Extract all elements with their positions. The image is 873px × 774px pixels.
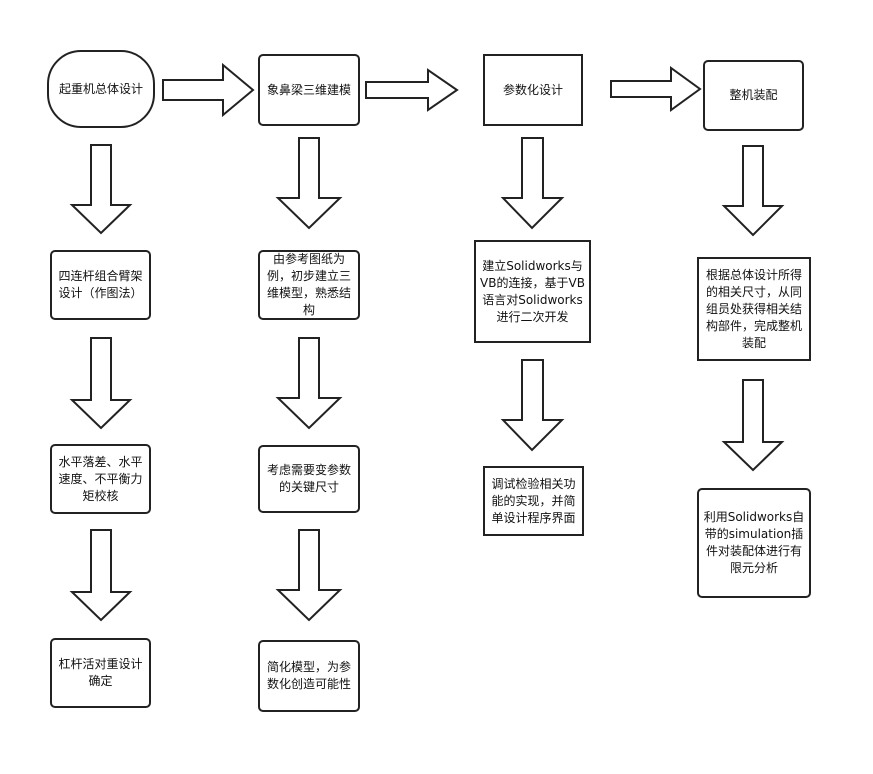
down-arrow-icon	[500, 359, 565, 452]
down-arrow-icon	[69, 144, 133, 235]
node-initial-3d-model: 由参考图纸为例，初步建立三维模型，熟悉结构	[258, 250, 360, 320]
right-arrow-icon	[610, 66, 702, 112]
node-label: 四连杆组合臂架设计（作图法）	[58, 269, 143, 300]
right-arrow-icon	[162, 62, 255, 118]
node-debug-verify: 调试检验相关功能的实现，并简单设计程序界面	[483, 466, 584, 536]
node-label: 考虑需要变参数的关键尺寸	[266, 463, 351, 494]
node-label: 杠杆活对重设计确定	[58, 657, 143, 688]
node-complete-assembly: 根据总体设计所得的相关尺寸，从同组员处获得相关结构部件，完成整机装配	[697, 257, 811, 361]
right-arrow-icon	[365, 68, 459, 112]
down-arrow-icon	[69, 337, 133, 430]
node-counterweight-design: 杠杆活对重设计确定	[50, 638, 151, 708]
node-simplify-model: 简化模型，为参数化创造可能性	[258, 640, 360, 712]
node-solidworks-vb-connection: 建立Solidworks与VB的连接，基于VB语言对Solidworks进行二次…	[474, 240, 591, 343]
down-arrow-icon	[69, 529, 133, 622]
node-horizontal-checks: 水平落差、水平速度、不平衡力矩校核	[50, 444, 151, 514]
node-label: 调试检验相关功能的实现，并简单设计程序界面	[491, 476, 576, 525]
node-fea-analysis: 利用Solidworks自带的simulation插件对装配体进行有限元分析	[697, 488, 811, 598]
node-label: 整机装配	[729, 88, 778, 102]
node-label: 象鼻梁三维建模	[266, 82, 351, 97]
down-arrow-icon	[275, 529, 343, 622]
down-arrow-icon	[275, 337, 343, 430]
node-label: 根据总体设计所得的相关尺寸，从同组员处获得相关结构部件，完成整机装配	[705, 267, 802, 350]
down-arrow-icon	[721, 145, 785, 237]
node-key-dimensions: 考虑需要变参数的关键尺寸	[258, 445, 360, 513]
node-parametric-design: 参数化设计	[483, 54, 583, 126]
node-four-bar-linkage-design: 四连杆组合臂架设计（作图法）	[50, 250, 151, 320]
down-arrow-icon	[500, 137, 565, 230]
node-trunk-beam-3d-modeling: 象鼻梁三维建模	[258, 54, 360, 126]
node-label: 由参考图纸为例，初步建立三维模型，熟悉结构	[266, 252, 351, 317]
node-label: 利用Solidworks自带的simulation插件对装配体进行有限元分析	[703, 510, 805, 575]
node-machine-assembly: 整机装配	[703, 60, 804, 131]
node-label: 建立Solidworks与VB的连接，基于VB语言对Solidworks进行二次…	[480, 258, 585, 324]
node-crane-overall-design: 起重机总体设计	[47, 50, 155, 128]
node-label: 简化模型，为参数化创造可能性	[266, 660, 351, 691]
node-label: 参数化设计	[502, 82, 563, 97]
node-label: 起重机总体设计	[58, 81, 143, 96]
node-label: 水平落差、水平速度、不平衡力矩校核	[58, 454, 143, 503]
down-arrow-icon	[275, 137, 343, 230]
down-arrow-icon	[721, 379, 785, 472]
